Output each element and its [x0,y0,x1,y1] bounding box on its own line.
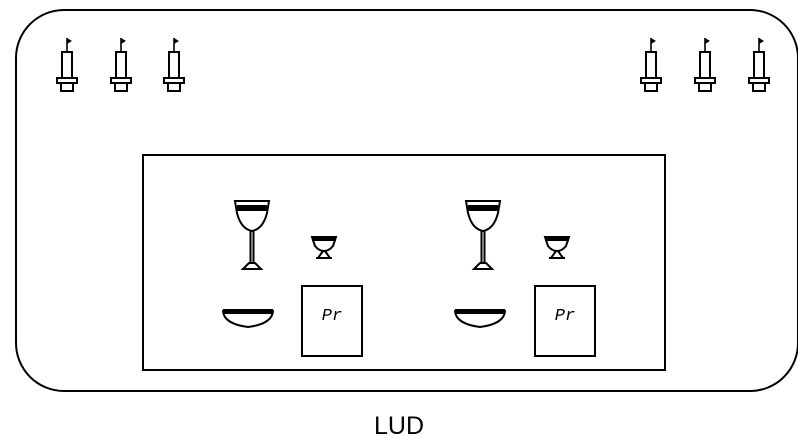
paten-icon [222,308,274,328]
place-right: Pr [454,200,596,357]
ciborium-icon [544,236,570,259]
purificator-box [534,285,596,357]
candle-icon [163,37,185,92]
candle-icon [748,37,770,92]
diagram-caption: LUD [373,412,424,440]
place-left: Pr [222,200,363,357]
altar-outline [15,9,798,392]
purificator-box [301,285,363,357]
candles-left [56,37,185,92]
ciborium-icon [311,236,337,259]
candle-icon [56,37,78,92]
purificator-label: Pr [555,307,575,326]
candle-icon [640,37,662,92]
chalice-icon [234,200,270,270]
candle-icon [110,37,132,92]
paten-icon [454,308,506,328]
corporal-frame [142,154,666,371]
candle-icon [694,37,716,92]
chalice-icon [465,200,501,270]
purificator-label: Pr [322,307,342,326]
candles-right [640,37,770,92]
